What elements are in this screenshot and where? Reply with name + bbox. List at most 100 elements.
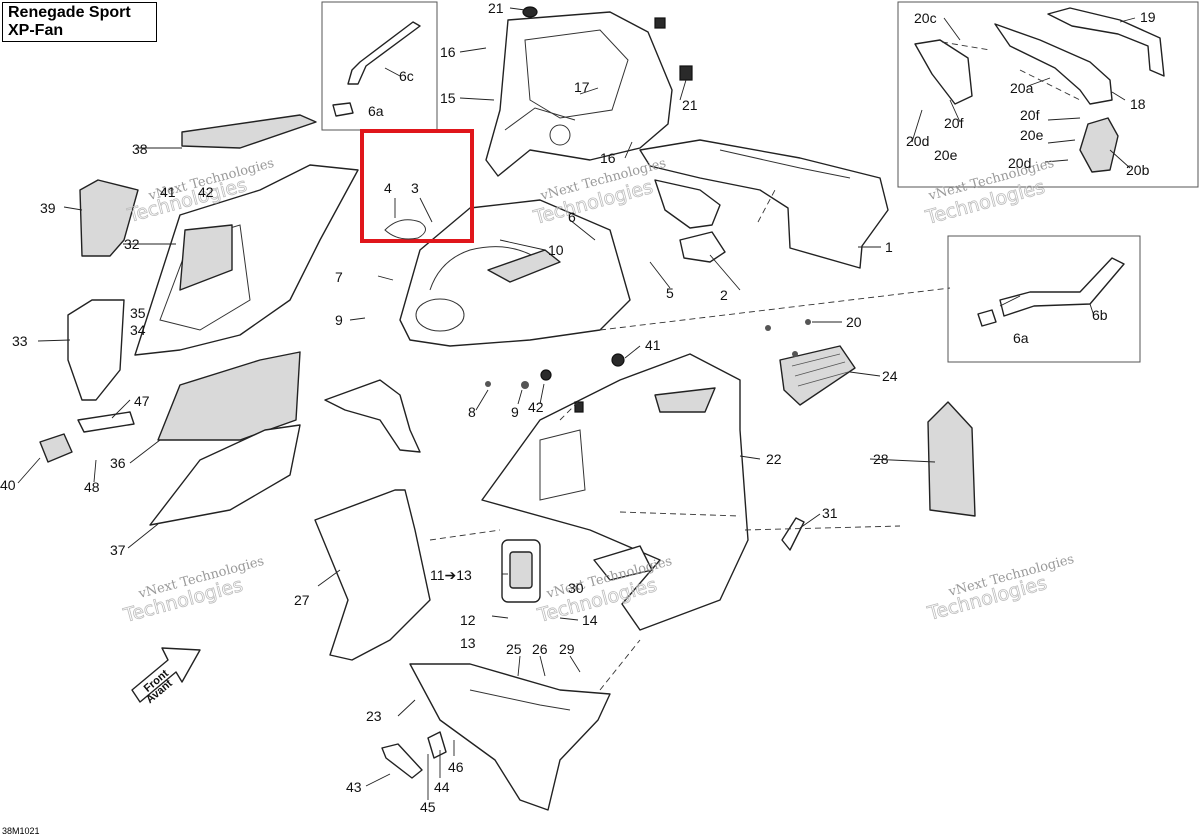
callout-23: 23 — [366, 708, 382, 724]
side-panel-22 — [481, 353, 749, 631]
model-variant: XP-Fan — [8, 22, 64, 39]
callout-6b: 6b — [1092, 307, 1108, 323]
callout-20f-1: 20f — [944, 115, 964, 131]
callout-20b: 20b — [1126, 162, 1150, 178]
callout-40: 40 — [0, 477, 16, 493]
callout-20e-2: 20e — [1020, 127, 1044, 143]
bar-38 — [181, 114, 317, 149]
callout-4: 4 — [384, 180, 392, 196]
callout-6a: 6a — [368, 103, 384, 119]
callout-13: 13 — [460, 635, 476, 651]
clip-44 — [427, 731, 447, 759]
diagram-code: 38M1021 — [2, 826, 40, 836]
callout-6: 6 — [568, 209, 576, 225]
pad-39 — [79, 179, 139, 257]
callout-42b: 42 — [528, 399, 544, 415]
cable-6c — [332, 21, 421, 117]
callout-16b: 16 — [600, 150, 616, 166]
instrument-housing-15 — [485, 11, 673, 177]
callout-12: 12 — [460, 612, 476, 628]
callout-41a: 41 — [160, 184, 176, 200]
grommet-21b — [679, 65, 693, 81]
callout-20f-2: 20f — [1020, 107, 1040, 123]
knob-41 — [611, 353, 625, 367]
callout-34: 34 — [130, 322, 146, 338]
cable-6b — [977, 257, 1125, 327]
grommet-21a — [522, 6, 538, 18]
callout-35: 35 — [130, 305, 146, 321]
lower-cowl-23 — [409, 663, 611, 811]
callout-8: 8 — [468, 404, 476, 420]
callout-46: 46 — [448, 759, 464, 775]
callout-24: 24 — [882, 368, 898, 384]
console-3-4-10 — [399, 199, 631, 347]
side-pad-36 — [157, 351, 301, 441]
callout-9a: 9 — [335, 312, 343, 328]
callout-47: 47 — [134, 393, 150, 409]
callout-20e-1: 20e — [934, 147, 958, 163]
callout-26: 26 — [532, 641, 548, 657]
callout-20d-1: 20d — [906, 133, 929, 149]
block-40 — [39, 433, 73, 463]
side-panel-27 — [314, 489, 431, 661]
bracket-33 — [67, 299, 125, 401]
callout-42a: 42 — [198, 184, 214, 200]
callout-20a: 20a — [1010, 80, 1034, 96]
model-title-box: Renegade Sport XP-Fan — [2, 2, 157, 42]
callout-22: 22 — [766, 451, 782, 467]
callout-27: 27 — [294, 592, 310, 608]
panel-28 — [927, 401, 976, 517]
callout-44: 44 — [434, 779, 450, 795]
hood-panel-1 — [639, 139, 889, 269]
callout-labels: 1 2 3 4 5 6 6a 6b 6c 6a 7 8 9 9 10 11➔13… — [0, 0, 1156, 815]
callout-19: 19 — [1140, 9, 1156, 25]
frame-rail — [324, 379, 421, 453]
callout-16a: 16 — [440, 44, 456, 60]
callout-5: 5 — [666, 285, 674, 301]
light-11-13 — [501, 539, 541, 603]
callout-1: 1 — [885, 239, 893, 255]
callout-20d-2: 20d — [1008, 155, 1031, 171]
callout-20c: 20c — [914, 10, 937, 26]
callout-7: 7 — [335, 269, 343, 285]
callout-33: 33 — [12, 333, 28, 349]
callout-2: 2 — [720, 287, 728, 303]
callout-6c: 6c — [399, 68, 414, 84]
callout-6a-inset: 6a — [1013, 330, 1029, 346]
callout-21a: 21 — [488, 0, 504, 16]
callout-30: 30 — [568, 580, 584, 596]
callout-41b: 41 — [645, 337, 661, 353]
leader-lines — [17, 7, 1136, 800]
part-30 — [593, 545, 653, 581]
bracket-43 — [381, 743, 423, 779]
callout-38: 38 — [132, 141, 148, 157]
panel-2 — [679, 231, 726, 263]
callout-25: 25 — [506, 641, 522, 657]
callout-20: 20 — [846, 314, 862, 330]
callout-45: 45 — [420, 799, 436, 815]
callout-43: 43 — [346, 779, 362, 795]
callout-17: 17 — [574, 79, 590, 95]
grommet-top — [654, 17, 666, 29]
callout-3: 3 — [411, 180, 419, 196]
front-direction-arrow: Front Avant — [131, 647, 201, 706]
callout-10: 10 — [548, 242, 564, 258]
callout-36: 36 — [110, 455, 126, 471]
callout-15: 15 — [440, 90, 456, 106]
callout-31: 31 — [822, 505, 838, 521]
callout-18: 18 — [1130, 96, 1146, 112]
callout-9b: 9 — [511, 404, 519, 420]
callout-39: 39 — [40, 200, 56, 216]
side-panel-32 — [134, 164, 359, 356]
callout-48: 48 — [84, 479, 100, 495]
callout-14: 14 — [582, 612, 598, 628]
clip-31 — [781, 517, 805, 551]
grille-24 — [779, 345, 856, 406]
model-name: Renegade Sport — [8, 4, 131, 21]
bracket-19-20-assembly — [914, 7, 1165, 173]
callout-28: 28 — [873, 451, 889, 467]
callout-37: 37 — [110, 542, 126, 558]
lower-panel-37 — [149, 424, 301, 526]
